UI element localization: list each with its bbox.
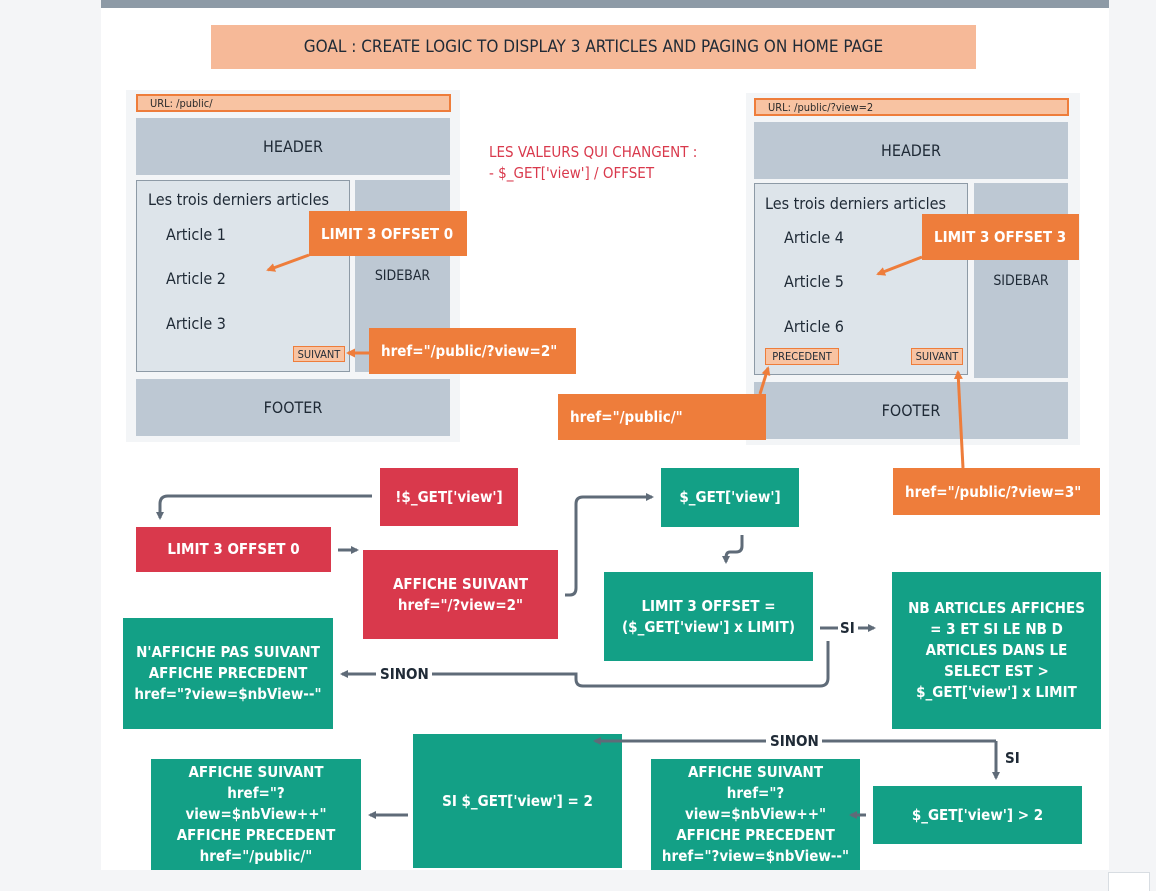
condition-line-5: $_GET['view'] x LIMIT [916, 683, 1077, 701]
right-article-5[interactable]: Article 5 [784, 272, 844, 291]
both-2-line-1: AFFICHE SUIVANT [188, 763, 324, 781]
right-article-4[interactable]: Article 4 [784, 228, 844, 247]
limit-offset-formula-line-1: LIMIT 3 OFFSET = [641, 596, 776, 615]
get-view-gt-2-box: $_GET['view'] > 2 [873, 786, 1082, 844]
both-2-line-2: href="?view=$nbView++" [185, 784, 327, 823]
get-view-box: $_GET['view'] [661, 468, 799, 527]
both-2-line-4: href="/public/" [199, 847, 313, 865]
top-bar [101, 0, 1109, 8]
affiche-suivant-1-line-2: href="/?view=2" [397, 595, 524, 614]
right-prev-pointer [758, 366, 771, 395]
both-buttons-box-2: AFFICHE SUIVANT href="?view=$nbView++" A… [151, 759, 361, 870]
both-buttons-box-1: AFFICHE SUIVANT href="?view=$nbView++" A… [651, 759, 860, 870]
sinon-label-2: SINON [770, 732, 819, 750]
left-url-bar: URL: /public/ [136, 94, 451, 112]
not-get-view-box: !$_GET['view'] [380, 468, 518, 526]
condition-box: NB ARTICLES AFFICHES = 3 ET SI LE NB D A… [892, 572, 1101, 729]
right-limit-pointer [876, 255, 923, 276]
right-articles-heading: Les trois derniers articles [765, 194, 946, 213]
left-footer: FOOTER [136, 379, 450, 436]
no-next-line-3: href="?view=$nbView--" [134, 685, 322, 703]
left-href-callout: href="/public/?view=2" [369, 328, 576, 374]
right-prev-button[interactable]: PRECEDENT [765, 348, 839, 365]
right-footer: FOOTER [754, 382, 1068, 439]
si-label-2: SI [1005, 749, 1020, 767]
not-view-to-offset-0-arrow [156, 494, 372, 520]
condition-line-2: = 3 ET SI LE NB D [930, 620, 1063, 638]
no-next-line-1: N'AFFICHE PAS SUIVANT [136, 643, 320, 661]
left-limit-pointer [266, 253, 310, 272]
suivant-to-get-view-arrow [565, 493, 654, 597]
left-article-3[interactable]: Article 3 [166, 314, 226, 333]
left-article-1[interactable]: Article 1 [166, 225, 226, 244]
no-next-line-2: AFFICHE PRECEDENT [148, 664, 308, 682]
right-header: HEADER [754, 122, 1068, 179]
right-next-button[interactable]: SUIVANT [911, 348, 963, 365]
affiche-suivant-1-line-1: AFFICHE SUIVANT [392, 574, 529, 593]
changing-values-line-2: - $_GET['view'] / OFFSET [489, 164, 655, 182]
condition-line-1: NB ARTICLES AFFICHES [908, 599, 1085, 617]
left-limit-callout: LIMIT 3 OFFSET 0 [309, 211, 467, 256]
formula-sinon-connector [432, 641, 830, 688]
limit-offset-0-box: LIMIT 3 OFFSET 0 [136, 527, 331, 572]
left-header: HEADER [136, 118, 450, 175]
limit-offset-formula-line-2: ($_GET['view'] x LIMIT) [622, 617, 795, 636]
changing-values-line-1: LES VALEURS QUI CHANGENT : [489, 143, 698, 161]
sinon-label: SINON [380, 665, 429, 683]
both-1-line-4: href="?view=$nbView--" [661, 847, 850, 865]
affiche-suivant-box-1: AFFICHE SUIVANT href="/?view=2" [363, 550, 558, 639]
right-href-next-callout: href="/public/?view=3" [893, 468, 1100, 515]
right-article-6[interactable]: Article 6 [784, 317, 844, 336]
si-label: SI [840, 619, 855, 637]
condition-line-4: SELECT EST > [944, 662, 1049, 680]
get-view-to-formula-arrow [722, 535, 744, 564]
condition-line-3: ARTICLES DANS LE [925, 641, 1068, 659]
both-1-line-2: href="?view=$nbView++" [684, 784, 827, 823]
right-limit-callout: LIMIT 3 OFFSET 3 [922, 214, 1079, 260]
goal-title: GOAL : CREATE LOGIC TO DISPLAY 3 ARTICLE… [303, 37, 884, 57]
goal-banner: GOAL : CREATE LOGIC TO DISPLAY 3 ARTICLE… [211, 25, 976, 69]
right-url-bar: URL: /public/?view=2 [754, 98, 1069, 116]
no-next-box: N'AFFICHE PAS SUIVANT AFFICHE PRECEDENT … [123, 618, 333, 729]
left-article-2[interactable]: Article 2 [166, 269, 226, 288]
corner-widget [1108, 872, 1150, 891]
left-articles-heading: Les trois derniers articles [148, 190, 329, 209]
left-next-button[interactable]: SUIVANT [293, 346, 345, 362]
right-next-pointer [953, 370, 965, 469]
limit-offset-formula-box: LIMIT 3 OFFSET = ($_GET['view'] x LIMIT) [604, 572, 813, 661]
both-2-line-3: AFFICHE PRECEDENT [176, 826, 336, 844]
view-eq-2-box: SI $_GET['view'] = 2 [413, 734, 622, 868]
right-href-prev-callout: href="/public/" [558, 394, 766, 440]
both-1-line-3: AFFICHE PRECEDENT [676, 826, 835, 844]
both-1-line-1: AFFICHE SUIVANT [687, 763, 824, 781]
